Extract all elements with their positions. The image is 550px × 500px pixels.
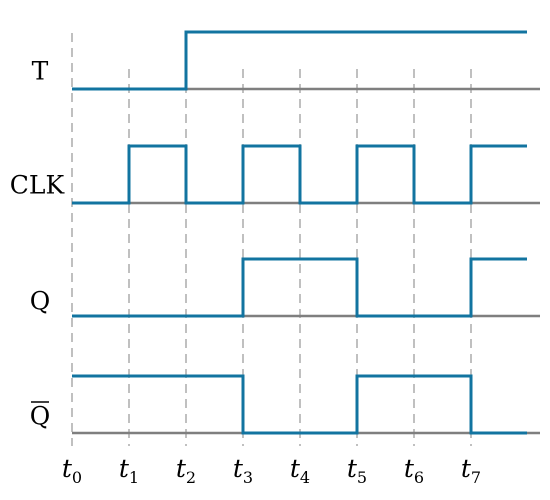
time-label-t2: t2 (176, 454, 196, 487)
qbar-waveform (72, 374, 527, 435)
t-label: T (32, 57, 49, 86)
time-label-t0: t0 (62, 454, 82, 487)
time-label-t6: t6 (404, 454, 424, 487)
time-label-t3: t3 (233, 454, 253, 487)
signal-labels: T CLK Q Q (10, 57, 66, 431)
q-waveform (72, 257, 527, 318)
time-label-t5: t5 (347, 454, 367, 487)
time-label-t4: t4 (290, 454, 310, 487)
qbar-label: Q (30, 402, 51, 431)
time-label-t1: t1 (119, 454, 139, 487)
t-waveform (72, 30, 527, 91)
signal-traces (72, 30, 527, 435)
clk-waveform (72, 144, 527, 205)
time-labels: t0 t1 t2 t3 t4 t5 t6 t7 (62, 454, 481, 487)
clk-label: CLK (10, 171, 66, 200)
time-label-t7: t7 (461, 454, 481, 487)
q-label: Q (30, 287, 51, 316)
time-guides (71, 33, 472, 446)
